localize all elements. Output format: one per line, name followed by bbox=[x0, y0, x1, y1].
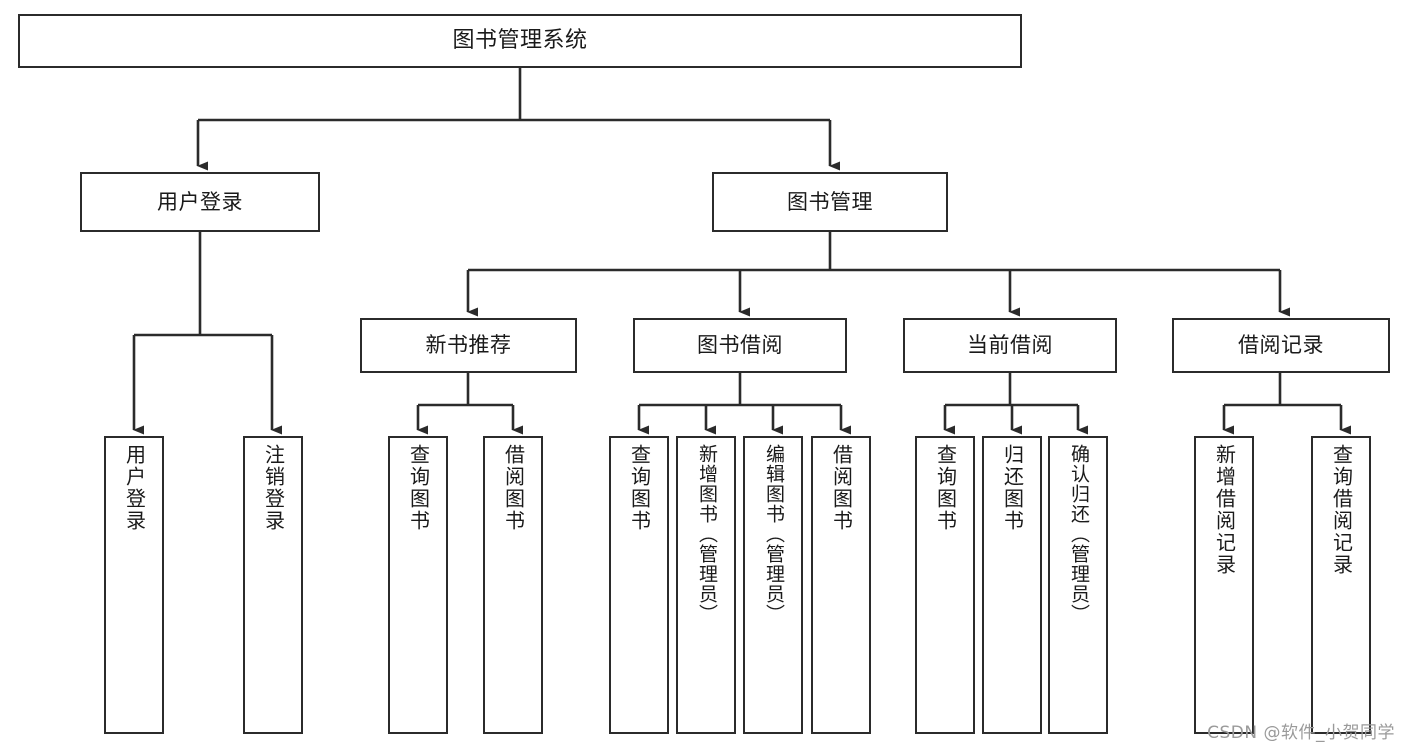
leaf-edit-book-admin[interactable]: 编辑图书（管理员） bbox=[743, 436, 803, 734]
node-label: 确认归还（管理员） bbox=[1067, 444, 1090, 624]
node-book-management[interactable]: 图书管理 bbox=[712, 172, 948, 232]
node-current-borrowing[interactable]: 当前借阅 bbox=[903, 318, 1117, 373]
node-label: 新增图书（管理员） bbox=[695, 444, 718, 624]
node-label: 查询图书 bbox=[406, 444, 431, 532]
node-label: 用户登录 bbox=[122, 444, 147, 532]
node-root-library-management-system[interactable]: 图书管理系统 bbox=[18, 14, 1022, 68]
leaf-borrow-book-book-borrow[interactable]: 借阅图书 bbox=[811, 436, 871, 734]
leaf-query-book-new-book-rec[interactable]: 查询图书 bbox=[388, 436, 448, 734]
leaf-query-borrow-record[interactable]: 查询借阅记录 bbox=[1311, 436, 1371, 734]
node-label: 借阅图书 bbox=[501, 444, 526, 532]
leaf-logout-login[interactable]: 注销登录 bbox=[243, 436, 303, 734]
node-label: 编辑图书（管理员） bbox=[762, 444, 785, 624]
node-user-login[interactable]: 用户登录 bbox=[80, 172, 320, 232]
node-label: 图书管理系统 bbox=[452, 28, 588, 54]
node-book-borrowing[interactable]: 图书借阅 bbox=[633, 318, 847, 373]
node-borrowing-record[interactable]: 借阅记录 bbox=[1172, 318, 1390, 373]
leaf-query-book-current-borrow[interactable]: 查询图书 bbox=[915, 436, 975, 734]
node-label: 借阅图书 bbox=[829, 444, 854, 532]
node-label: 查询图书 bbox=[627, 444, 652, 532]
node-label: 图书管理 bbox=[787, 189, 873, 214]
leaf-query-book-book-borrow[interactable]: 查询图书 bbox=[609, 436, 669, 734]
leaf-add-book-admin[interactable]: 新增图书（管理员） bbox=[676, 436, 736, 734]
leaf-user-login[interactable]: 用户登录 bbox=[104, 436, 164, 734]
node-label: 当前借阅 bbox=[967, 333, 1053, 358]
node-label: 查询借阅记录 bbox=[1329, 444, 1354, 576]
leaf-return-book[interactable]: 归还图书 bbox=[982, 436, 1042, 734]
leaf-borrow-book-new-book-rec[interactable]: 借阅图书 bbox=[483, 436, 543, 734]
node-label: 归还图书 bbox=[1000, 444, 1025, 532]
node-label: 查询图书 bbox=[933, 444, 958, 532]
node-label: 图书借阅 bbox=[697, 333, 783, 358]
leaf-confirm-return-admin[interactable]: 确认归还（管理员） bbox=[1048, 436, 1108, 734]
leaf-add-borrow-record[interactable]: 新增借阅记录 bbox=[1194, 436, 1254, 734]
csdn-watermark: CSDN @软件_小贺同学 bbox=[1207, 723, 1395, 743]
node-label: 新增借阅记录 bbox=[1212, 444, 1237, 576]
node-label: 新书推荐 bbox=[425, 333, 512, 358]
node-label: 用户登录 bbox=[157, 189, 243, 214]
node-label: 注销登录 bbox=[261, 444, 286, 532]
node-label: 借阅记录 bbox=[1238, 333, 1324, 358]
node-new-book-recommendation[interactable]: 新书推荐 bbox=[360, 318, 577, 373]
